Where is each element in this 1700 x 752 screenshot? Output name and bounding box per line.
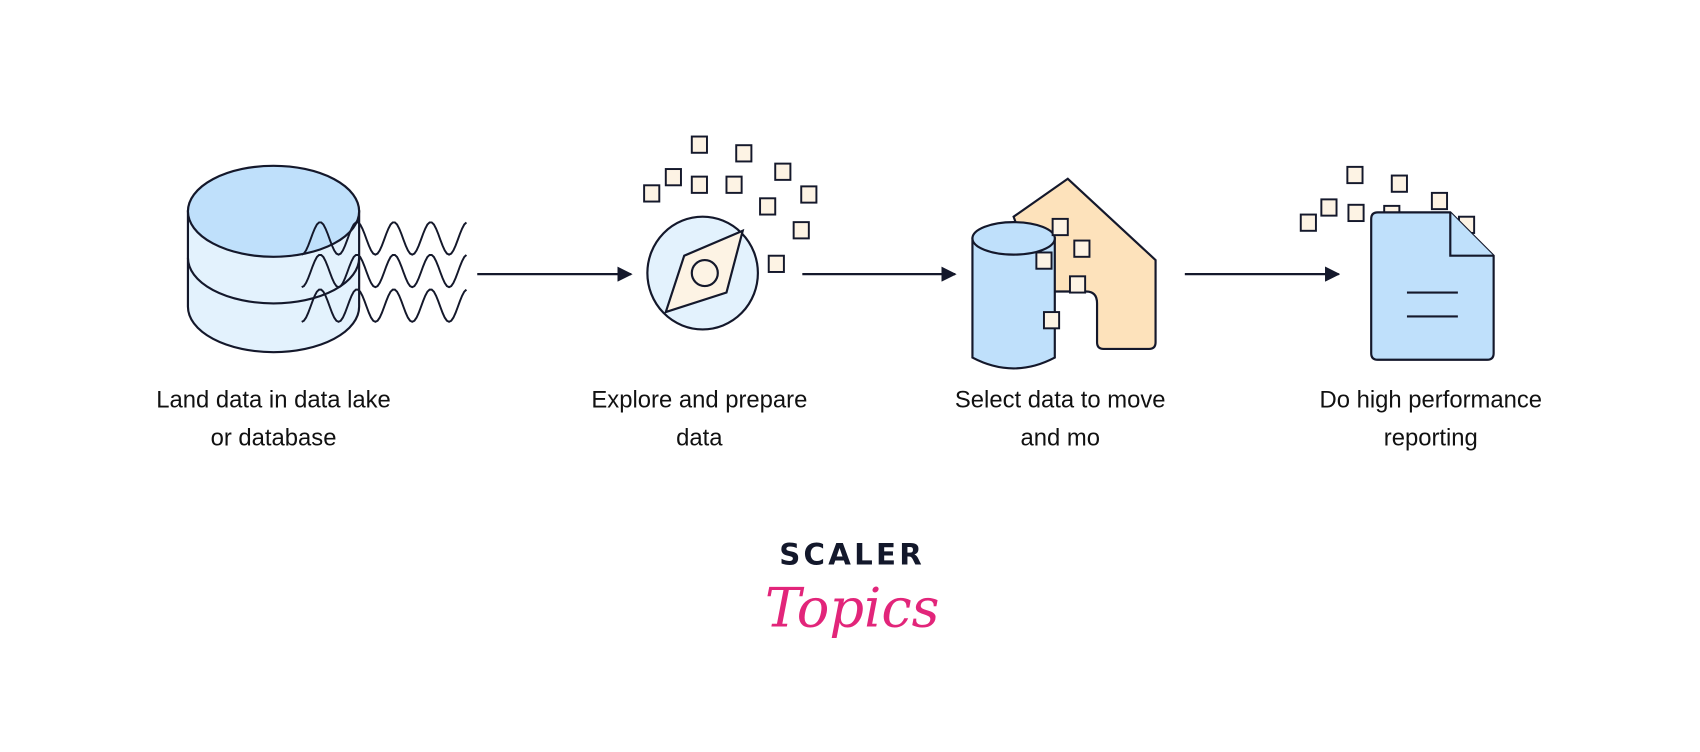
step-3-label-line1: Select data to move [955, 386, 1166, 413]
data-square [690, 175, 708, 194]
data-square [759, 197, 777, 216]
data-waves [301, 221, 468, 323]
compass-icon [646, 215, 759, 331]
data-square [1051, 217, 1069, 237]
wave-line [301, 253, 468, 289]
data-square [1346, 165, 1364, 185]
logo-scaler: SCALER [779, 538, 925, 572]
warehouse-icon [971, 177, 1157, 370]
wave-line [301, 221, 468, 256]
data-square [1042, 311, 1061, 330]
logo-topics: Topics [765, 576, 940, 639]
scaler-topics-logo: SCALER Topics [765, 538, 940, 640]
data-square [690, 135, 708, 154]
data-square [1299, 213, 1317, 232]
data-square [792, 221, 810, 240]
data-squares [1035, 217, 1091, 330]
step-4-label-line2: reporting [1384, 424, 1478, 451]
data-square [774, 162, 792, 181]
data-square [1347, 203, 1365, 223]
database-icon [186, 164, 468, 354]
step-4-label-line1: Do high performance [1320, 386, 1543, 413]
step-2-label-line2: data [676, 424, 723, 451]
step-3-label-line2: and mo [1020, 424, 1099, 451]
data-square [643, 184, 661, 203]
data-square [1320, 198, 1338, 217]
data-square [767, 254, 785, 273]
data-square [735, 144, 753, 163]
data-square [725, 175, 743, 194]
data-squares [1299, 165, 1476, 234]
step-1-label-line1: Land data in data lake [156, 386, 391, 413]
data-square [1390, 174, 1408, 193]
data-square [800, 185, 818, 204]
document-icon [1370, 211, 1495, 361]
data-square [1035, 251, 1053, 270]
wave-line [301, 288, 468, 323]
step-1-label-line2: or database [211, 424, 337, 451]
data-square [1073, 239, 1091, 258]
data-square [1430, 191, 1449, 211]
data-squares [643, 135, 818, 273]
data-square [664, 168, 682, 187]
step-2-label-line1: Explore and prepare [591, 386, 807, 413]
data-square [1068, 275, 1087, 294]
